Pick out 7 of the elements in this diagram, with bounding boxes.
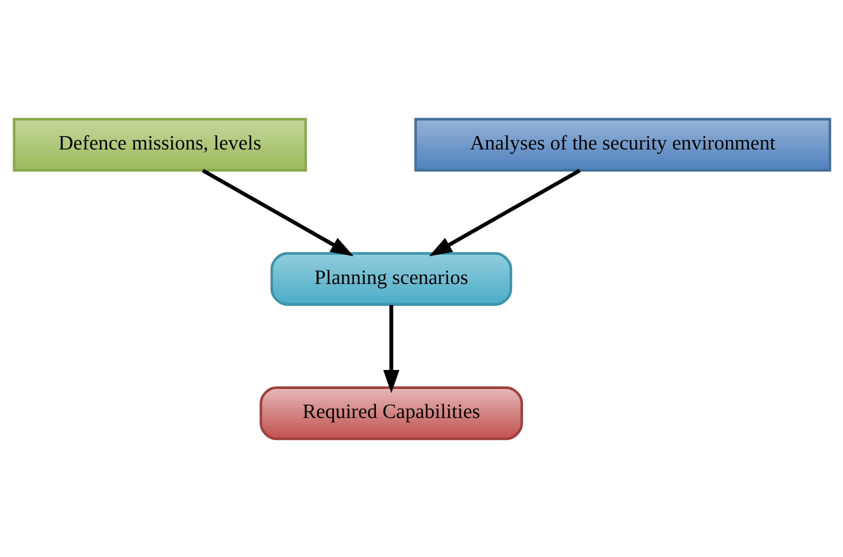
arrow — [428, 168, 580, 256]
arrow — [382, 304, 399, 393]
node-box: Defence missions, levels — [12, 117, 306, 172]
node-box: Required Capabilities — [259, 386, 523, 440]
node-box: Analyses of the security environment — [414, 117, 831, 172]
node-box: Planning scenarios — [270, 252, 512, 306]
arrow — [201, 168, 354, 256]
